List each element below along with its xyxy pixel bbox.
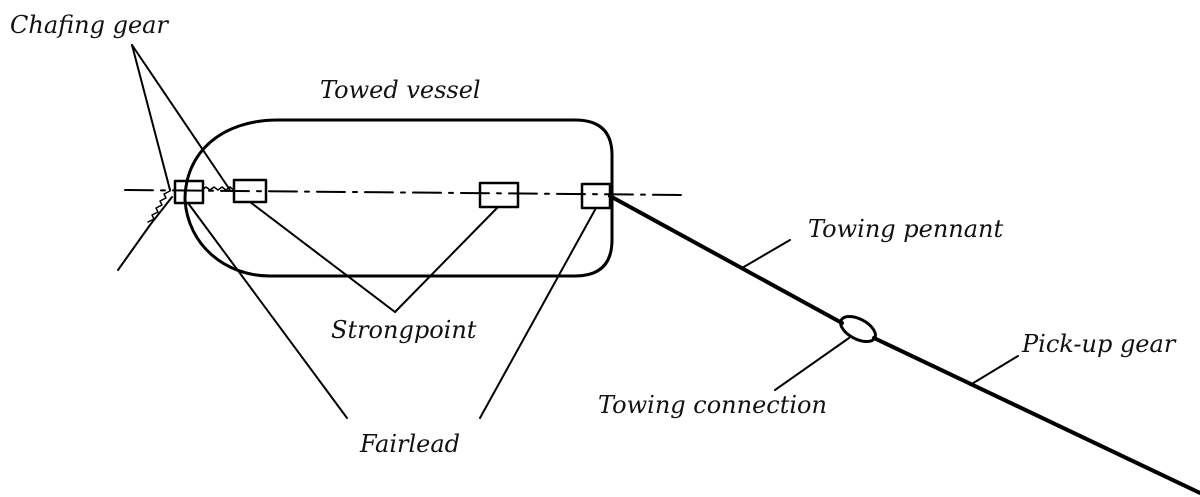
leader-chafing-gear-2 <box>131 44 231 191</box>
fairlead-aft <box>173 179 205 205</box>
towed-vessel-hull <box>183 118 614 278</box>
leader-strongpoint-aft <box>249 201 396 313</box>
leader-pick-up-gear <box>969 355 1019 386</box>
leader-chafing-gear-1 <box>131 44 171 191</box>
label-towed-vessel: Towed vessel <box>320 76 481 104</box>
label-fairlead: Fairlead <box>359 430 460 458</box>
towing-pennant-line <box>608 194 844 325</box>
leader-lines <box>131 44 1019 419</box>
aft-tow-line <box>117 196 173 271</box>
centre-line <box>124 189 689 196</box>
chafing-gear-coil <box>147 190 171 223</box>
leader-strongpoint-fwd <box>394 206 499 313</box>
leader-fairlead-aft <box>187 202 348 419</box>
label-pick-up-gear: Pick-up gear <box>1021 330 1177 358</box>
label-towing-pennant: Towing pennant <box>808 215 1004 243</box>
label-strongpoint: Strongpoint <box>331 316 477 344</box>
pick-up-gear-line <box>872 336 1200 495</box>
leader-fairlead-fwd <box>479 207 597 419</box>
fairlead-fwd <box>580 182 612 210</box>
leader-towing-connection <box>774 337 850 391</box>
label-chafing-gear: Chafing gear <box>10 11 169 39</box>
strongpoint-fwd <box>478 181 520 209</box>
label-towing-connection: Towing connection <box>598 391 827 419</box>
leader-towing-pennant <box>741 239 791 269</box>
